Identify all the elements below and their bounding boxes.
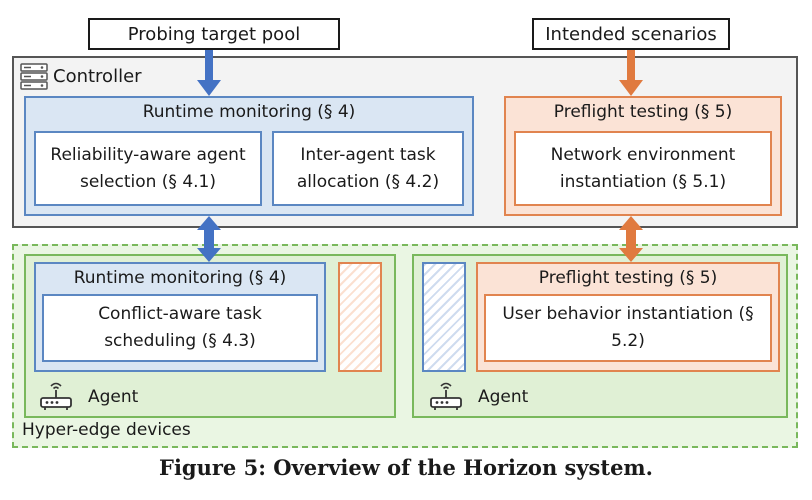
- server-icon: [19, 62, 49, 92]
- user-behavior-instantiation: User behavior instantiation (§ 5.2): [484, 294, 772, 362]
- inter-agent-task-allocation: Inter-agent task allocation (§ 4.2): [272, 131, 464, 206]
- intended-scenarios-label: Intended scenarios: [532, 18, 730, 50]
- router-icon: [38, 378, 74, 412]
- controller-runtime-title: Runtime monitoring (§ 4): [142, 102, 356, 122]
- hyper-edge-devices-label: Hyper-edge devices: [22, 420, 191, 440]
- network-environment-instantiation: Network environment instantiation (§ 5.1…: [514, 131, 772, 206]
- hatched-placeholder-blue: [422, 262, 466, 372]
- agent-runtime-title: Runtime monitoring (§ 4): [73, 268, 287, 288]
- right-agent-label: Agent: [478, 387, 529, 407]
- left-agent-label: Agent: [88, 387, 139, 407]
- agent-preflight-title: Preflight testing (§ 5): [538, 268, 718, 288]
- hatched-placeholder-orange: [338, 262, 382, 372]
- figure-caption: Figure 5: Overview of the Horizon system…: [159, 455, 653, 480]
- controller-label: Controller: [53, 66, 142, 87]
- conflict-aware-task-scheduling: Conflict-aware task scheduling (§ 4.3): [42, 294, 318, 362]
- reliability-aware-selection: Reliability-aware agent selection (§ 4.1…: [34, 131, 262, 206]
- probing-target-pool-label: Probing target pool: [88, 18, 340, 50]
- router-icon: [428, 378, 464, 412]
- controller-preflight-title: Preflight testing (§ 5): [553, 102, 733, 122]
